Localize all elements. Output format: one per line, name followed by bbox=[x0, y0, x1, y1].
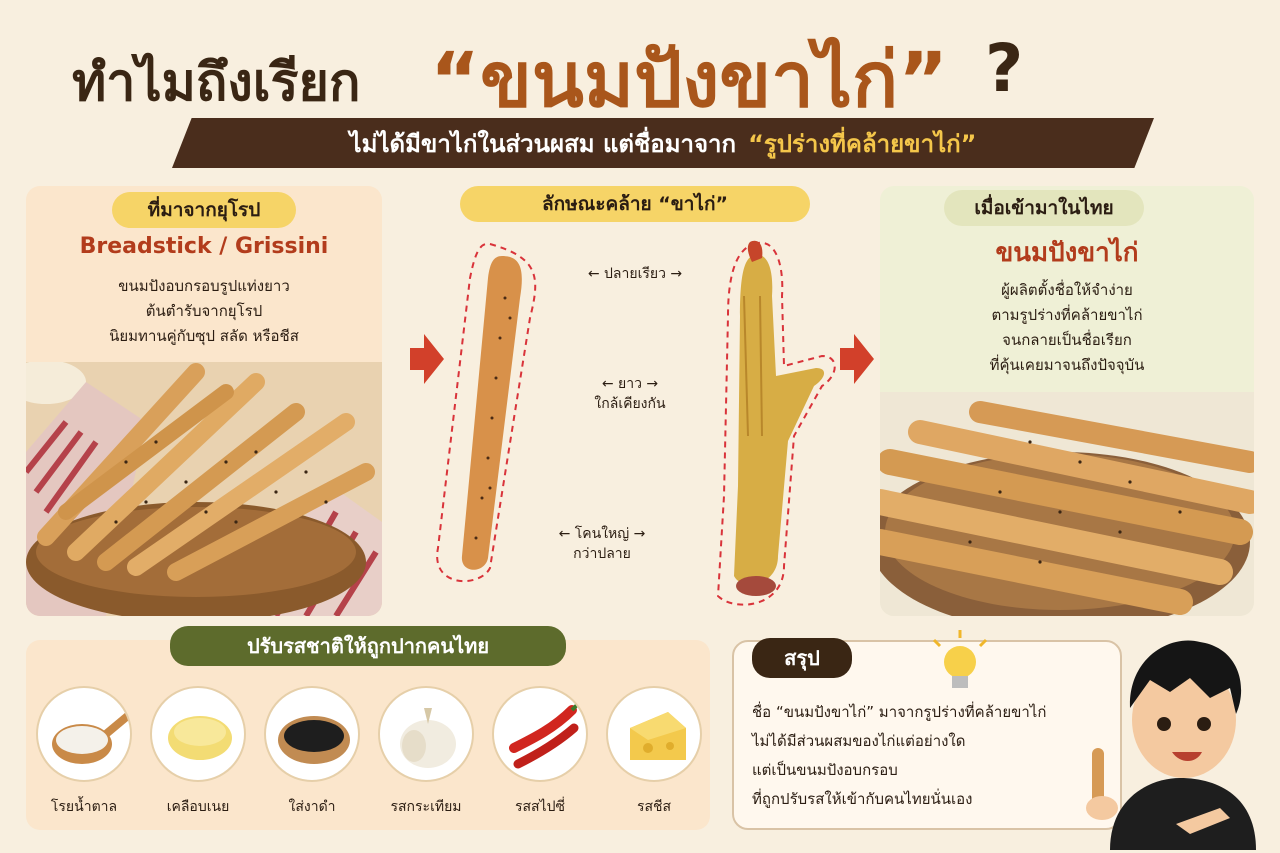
right-arrow-icon bbox=[840, 334, 874, 384]
chili-image bbox=[492, 686, 588, 782]
thailand-desc-line: ที่คุ้นเคยมาจนถึงปัจจุบัน bbox=[989, 356, 1145, 374]
flavor-label: รสกระเทียม bbox=[390, 799, 462, 815]
summary-text: ชื่อ “ขนมปังขาไก่” มาจากรูปร่างที่คล้ายข… bbox=[752, 698, 1122, 814]
right-arrow-icon: → bbox=[633, 526, 646, 542]
length-subtext: ใกล้เคียงกัน bbox=[594, 396, 666, 412]
origin-heading: ที่มาจากยุโรป bbox=[112, 192, 296, 228]
title-question: ? bbox=[985, 30, 1024, 107]
left-arrow-icon: ← bbox=[587, 266, 600, 282]
flavors-panel: ปรับรสชาติให้ถูกปากคนไทย โรยน้ำตาล เคลือ… bbox=[26, 626, 710, 830]
thailand-panel: เมื่อเข้ามาในไทย ขนมปังขาไก่ ผู้ผลิตตั้ง… bbox=[880, 186, 1254, 616]
light-bulb-icon bbox=[932, 630, 988, 688]
breadstick-image bbox=[436, 242, 537, 582]
banner-highlight: “รูปร่างที่คล้ายขาไก่” bbox=[748, 129, 977, 158]
flavors-heading: ปรับรสชาติให้ถูกปากคนไทย bbox=[170, 626, 566, 666]
right-arrow-icon: → bbox=[646, 376, 659, 392]
butter-image bbox=[150, 686, 246, 782]
thailand-name: ขนมปังขาไก่ bbox=[995, 238, 1139, 268]
black-sesame-image bbox=[264, 686, 360, 782]
base-label: ← โคนใหญ่ → กว่าปลาย bbox=[512, 524, 692, 564]
origin-panel: ที่มาจากยุโรป Breadstick / Grissini ขนมป… bbox=[26, 186, 382, 616]
flavor-label: รสชีส bbox=[636, 799, 672, 815]
summary-title: สรุป bbox=[752, 638, 852, 678]
banner-text: ไม่ได้มีขาไก่ในส่วนผสม แต่ชื่อมาจาก bbox=[349, 129, 737, 158]
flavor-label: รสสไปซี่ bbox=[514, 799, 566, 815]
base-text: โคนใหญ่ bbox=[574, 526, 630, 542]
length-label: ← ยาว → ใกล้เคียงกัน bbox=[540, 374, 720, 414]
summary-line: ชื่อ “ขนมปังขาไก่” มาจากรูปร่างที่คล้ายข… bbox=[752, 703, 1047, 721]
origin-name: Breadstick / Grissini bbox=[79, 234, 329, 259]
compare-heading: ลักษณะคล้าย “ขาไก่” bbox=[460, 186, 810, 222]
title-prefix: ทำไมถึงเรียก bbox=[72, 53, 361, 113]
left-arrow-icon: ← bbox=[601, 376, 614, 392]
right-arrow-icon: → bbox=[670, 266, 683, 282]
left-arrow-icon: ← bbox=[558, 526, 571, 542]
garlic-image bbox=[378, 686, 474, 782]
thailand-heading: เมื่อเข้ามาในไทย bbox=[944, 190, 1144, 226]
chicken-foot-image bbox=[716, 240, 836, 606]
boy-character-image bbox=[1086, 640, 1256, 850]
subtitle-banner: ไม่ได้มีขาไก่ในส่วนผสม แต่ชื่อมาจาก “รูป… bbox=[172, 118, 1154, 168]
flavor-label: ใส่งาดำ bbox=[288, 799, 336, 815]
summary-line: ไม่ได้มีส่วนผสมของไก่แต่อย่างใด bbox=[752, 732, 966, 750]
thailand-desc-line: ตามรูปร่างที่คล้ายขาไก่ bbox=[991, 306, 1143, 324]
thailand-description: ผู้ผลิตตั้งชื่อให้จำง่าย ตามรูปร่างที่คล… bbox=[880, 278, 1254, 378]
sugar-image bbox=[36, 686, 132, 782]
right-arrow-icon bbox=[410, 334, 444, 384]
tip-text: ปลายเรียว bbox=[604, 266, 666, 282]
origin-desc-line: ต้นตำรับจากยุโรป bbox=[145, 302, 263, 320]
flavor-label: โรยน้ำตาล bbox=[50, 799, 118, 815]
origin-desc-line: นิยมทานคู่กับซุป สลัด หรือชีส bbox=[109, 327, 299, 345]
title-highlight: “ขนมปังขาไก่” bbox=[430, 35, 949, 124]
breadstick-basket-image bbox=[26, 362, 382, 616]
summary-box: สรุป ชื่อ “ขนมปังขาไก่” มาจากรูปร่างที่ค… bbox=[732, 638, 1122, 830]
flavor-label: เคลือบเนย bbox=[166, 799, 230, 815]
tip-label: ← ปลายเรียว → bbox=[560, 264, 710, 284]
base-subtext: กว่าปลาย bbox=[573, 546, 631, 562]
summary-line: ที่ถูกปรับรสให้เข้ากับคนไทยนั่นเอง bbox=[752, 790, 973, 808]
thailand-desc-line: ผู้ผลิตตั้งชื่อให้จำง่าย bbox=[1001, 281, 1133, 299]
summary-line: แต่เป็นขนมปังอบกรอบ bbox=[752, 761, 898, 779]
cheese-image bbox=[606, 686, 702, 782]
origin-description: ขนมปังอบกรอบรูปแท่งยาว ต้นตำรับจากยุโรป … bbox=[26, 274, 382, 349]
breadstick-plate-image bbox=[880, 392, 1254, 616]
thailand-desc-line: จนกลายเป็นชื่อเรียก bbox=[1002, 331, 1132, 349]
origin-desc-line: ขนมปังอบกรอบรูปแท่งยาว bbox=[118, 277, 290, 295]
length-text: ยาว bbox=[618, 376, 642, 392]
